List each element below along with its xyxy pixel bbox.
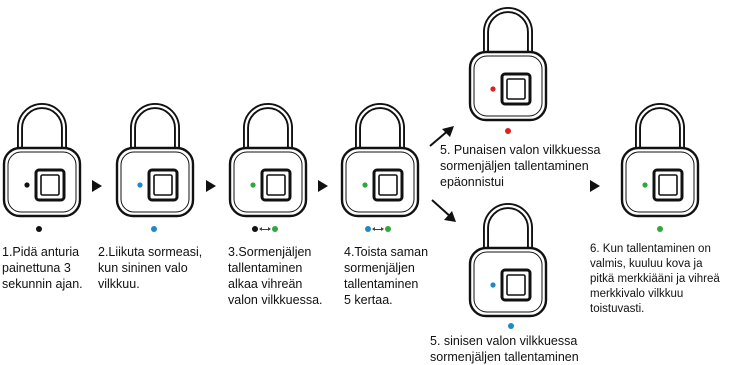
arrow-down-right-icon	[431, 199, 456, 222]
dot-green	[272, 226, 278, 232]
status-dot-blue	[508, 323, 514, 329]
arrow-up-right-icon	[429, 126, 454, 147]
padlock-step-4	[340, 98, 420, 218]
status-dot-green	[657, 226, 663, 232]
padlock-step-3	[228, 98, 308, 218]
padlock-step-5-red	[468, 2, 548, 122]
status-dot-red	[505, 128, 511, 134]
step-1-caption: 1.Pidä anturia painettuna 3 sekunnin aja…	[2, 245, 83, 291]
step-2-caption: 2.Liikuta sormeasi, kun sininen valo vil…	[98, 245, 203, 291]
step-4-caption: 4.Toista saman sormenjäljen tallentamine…	[344, 245, 429, 307]
arrow-right-icon	[92, 180, 102, 192]
step-5-blue-caption: 5. sinisen valon vilkkuessa sormenjäljen…	[430, 334, 579, 364]
arrow-right-icon	[590, 180, 600, 192]
step-3-caption: 3.Sormenjäljen tallentaminen alkaa vihre…	[228, 245, 323, 307]
status-dots-black-green	[252, 226, 278, 232]
arrow-right-icon	[318, 180, 328, 192]
status-dot-blue	[151, 226, 157, 232]
padlock-step-2	[115, 98, 195, 218]
padlock-step-6	[620, 98, 700, 218]
status-dot-black	[36, 226, 42, 232]
dot-green	[385, 226, 391, 232]
dot-blue	[365, 226, 371, 232]
padlock-step-5-blue	[468, 198, 548, 318]
step-6-caption: 6. Kun tallentaminen on valmis, kuuluu k…	[590, 243, 720, 315]
step-5-red-caption: 5. Punaisen valon vilkkuessa sormenjälje…	[440, 143, 601, 189]
status-dots-blue-green	[365, 226, 391, 232]
padlock-step-1	[2, 98, 82, 218]
alternate-icon	[372, 226, 384, 231]
alternate-icon	[259, 226, 271, 231]
arrow-right-icon	[206, 180, 216, 192]
dot-black	[252, 226, 258, 232]
